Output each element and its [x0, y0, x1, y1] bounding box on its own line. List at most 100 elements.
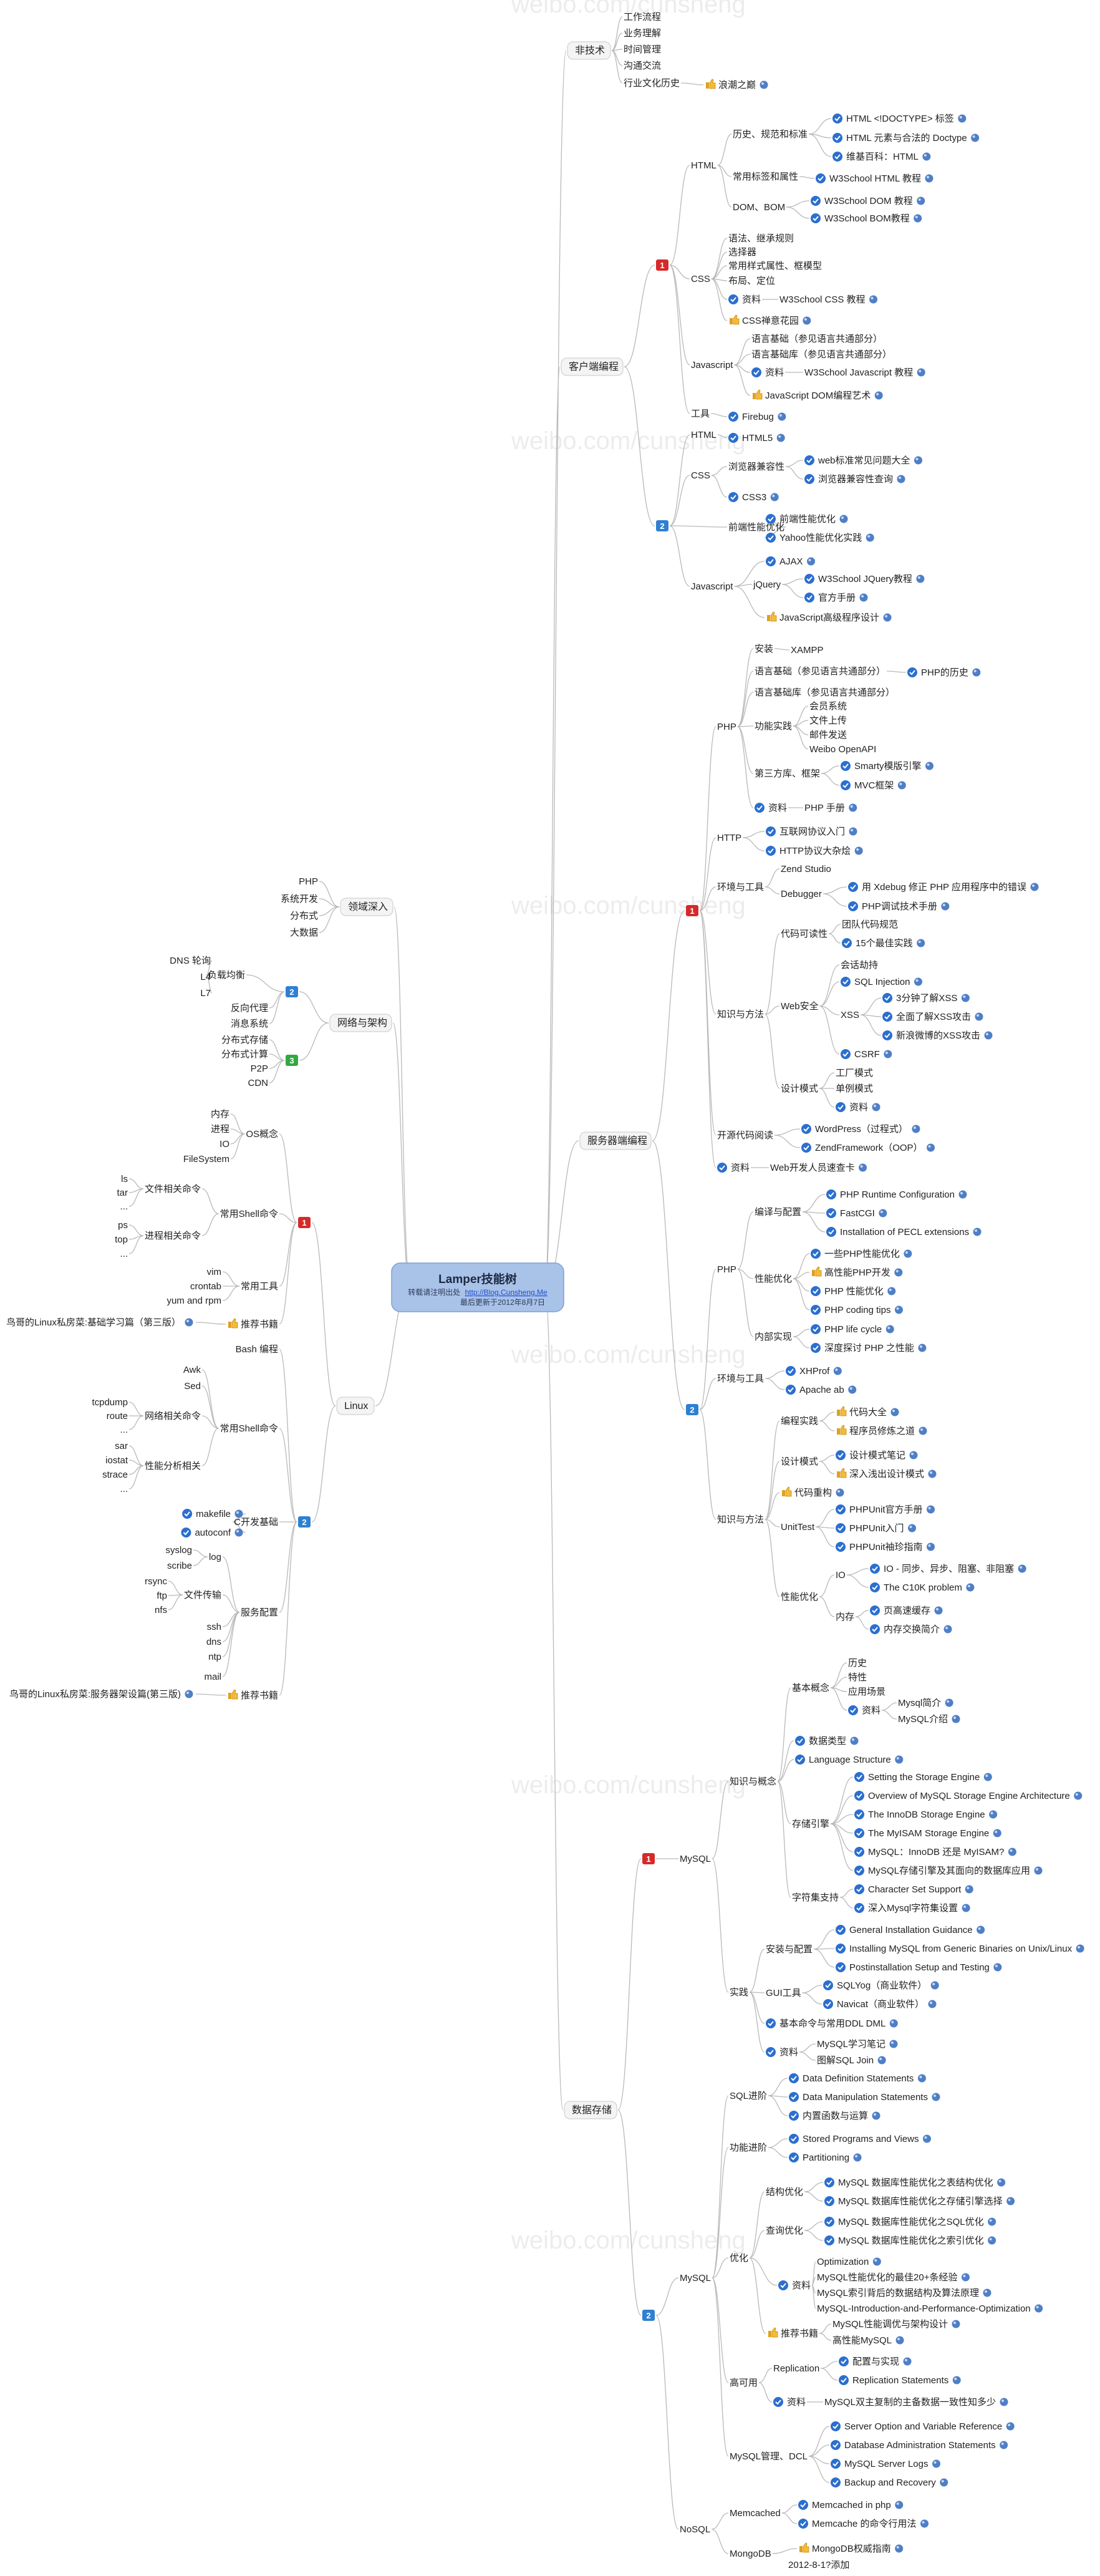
node[interactable]: Navicat（商业软件）	[823, 1999, 937, 2010]
node[interactable]: ...	[120, 1249, 128, 1259]
node[interactable]: 性能分析相关	[145, 1461, 201, 1471]
info-icon[interactable]	[943, 1625, 952, 1634]
node[interactable]: MongoDB	[730, 2549, 771, 2559]
node[interactable]: 工作流程	[624, 12, 661, 22]
info-icon[interactable]	[1035, 2304, 1043, 2313]
info-icon[interactable]	[917, 939, 925, 947]
info-icon[interactable]	[836, 1488, 844, 1497]
node[interactable]: The MyISAM Storage Engine	[854, 1828, 1001, 1839]
node[interactable]: 实践	[730, 1987, 748, 1998]
node[interactable]: PHP	[299, 876, 318, 887]
info-icon[interactable]	[920, 2519, 929, 2528]
info-icon[interactable]	[1018, 1564, 1026, 1573]
node[interactable]: mail	[204, 1672, 221, 1682]
node[interactable]: 设计模式	[781, 1456, 818, 1467]
node[interactable]: MySQL：InnoDB 还是 MyISAM?	[854, 1847, 1016, 1857]
node[interactable]: 业务理解	[624, 28, 661, 39]
node[interactable]: Replication Statements	[839, 2375, 961, 2386]
node[interactable]: 浪潮之巅	[706, 79, 768, 90]
info-icon[interactable]	[914, 456, 923, 465]
node[interactable]: makefile	[182, 1509, 243, 1519]
node[interactable]: W3School HTML 教程	[816, 173, 934, 184]
info-icon[interactable]	[925, 762, 934, 770]
node[interactable]: 资料	[836, 1102, 880, 1113]
node[interactable]: 语言基础库（参见语言共通部分）	[755, 687, 895, 698]
node[interactable]: Installing MySQL from Generic Binaries o…	[836, 1944, 1084, 1954]
node[interactable]: ...	[120, 1484, 128, 1494]
info-icon[interactable]	[770, 493, 779, 501]
node[interactable]: 常用工具	[241, 1281, 278, 1292]
node[interactable]: Javascript	[691, 581, 733, 592]
info-icon[interactable]	[941, 902, 950, 911]
info-icon[interactable]	[895, 2544, 904, 2553]
node[interactable]: 15个最佳实践	[842, 938, 925, 949]
node[interactable]: 前端性能优化	[766, 514, 848, 525]
node[interactable]: Bash 编程	[236, 1344, 278, 1355]
info-icon[interactable]	[973, 1227, 982, 1236]
node[interactable]: 1	[298, 1217, 311, 1228]
node[interactable]: nfs	[155, 1605, 167, 1615]
node[interactable]: 安装与配置	[766, 1944, 813, 1955]
info-icon[interactable]	[928, 2000, 937, 2008]
node[interactable]: 常用Shell命令	[220, 1208, 278, 1219]
node[interactable]: 分布式	[290, 911, 318, 921]
node[interactable]: PHP调试技术手册	[848, 901, 950, 912]
node[interactable]: 分布式计算	[221, 1048, 268, 1060]
info-icon[interactable]	[895, 1755, 904, 1764]
node[interactable]: 结构优化	[766, 2187, 803, 2197]
node[interactable]: HTTP协议大杂烩	[766, 846, 863, 856]
info-icon[interactable]	[807, 557, 816, 566]
node[interactable]: 2	[298, 1516, 311, 1528]
node[interactable]: syslog	[165, 1545, 192, 1556]
info-icon[interactable]	[962, 1904, 970, 1912]
node[interactable]: MySQL存储引擎及其面向的数据库应用	[854, 1865, 1043, 1876]
node[interactable]: 反向代理	[231, 1003, 268, 1014]
info-icon[interactable]	[934, 1606, 943, 1615]
info-icon[interactable]	[965, 1885, 973, 1894]
info-icon[interactable]	[932, 2093, 940, 2101]
info-icon[interactable]	[778, 412, 786, 421]
node[interactable]: 语法、继承规则	[728, 233, 794, 244]
node[interactable]: 特性	[848, 1672, 867, 1683]
node[interactable]: NoSQL	[680, 2524, 710, 2535]
node[interactable]: MySQL学习笔记	[817, 2039, 898, 2050]
node[interactable]: 环境与工具	[717, 1373, 764, 1384]
node[interactable]: web标准常见问题大全	[804, 455, 923, 466]
node[interactable]: 一些PHP性能优化	[811, 1249, 912, 1259]
info-icon[interactable]	[914, 977, 922, 986]
node[interactable]: Backup and Recovery	[831, 2477, 948, 2488]
node[interactable]: MySQL性能调优与架构设计	[832, 2319, 960, 2330]
node[interactable]: 内存交换简介	[870, 1624, 952, 1635]
node[interactable]: 知识与方法	[717, 1009, 764, 1020]
node[interactable]: tar	[117, 1188, 128, 1198]
info-icon[interactable]	[952, 2376, 961, 2385]
node[interactable]: Yahoo性能优化实践	[766, 533, 874, 543]
node[interactable]: Zend Studio	[781, 864, 831, 874]
node[interactable]: 2	[656, 520, 668, 531]
node[interactable]: ntp	[208, 1652, 221, 1662]
node[interactable]: Mysql简介	[898, 1698, 953, 1708]
node[interactable]: 2	[686, 1404, 698, 1415]
info-icon[interactable]	[927, 1542, 935, 1551]
info-icon[interactable]	[185, 1690, 193, 1698]
node[interactable]: CSS	[691, 470, 710, 481]
node[interactable]: 基本命令与常用DDL DML	[766, 2018, 898, 2029]
node[interactable]: yum and rpm	[166, 1295, 221, 1306]
node[interactable]: IO - 同步、异步、阻塞、非阻塞	[870, 1563, 1026, 1574]
node[interactable]: 配置与实现	[839, 2356, 912, 2367]
info-icon[interactable]	[897, 475, 905, 483]
node[interactable]: 鸟哥的Linux私房菜:基础学习篇（第三版）	[6, 1317, 193, 1328]
info-icon[interactable]	[1000, 2441, 1008, 2449]
node[interactable]: 推荐书籍	[228, 1689, 278, 1701]
info-icon[interactable]	[966, 1583, 975, 1592]
node[interactable]: 服务配置	[241, 1607, 278, 1618]
info-icon[interactable]	[872, 2111, 880, 2120]
node[interactable]: 3分钟了解XSS	[882, 993, 970, 1004]
info-icon[interactable]	[1006, 2197, 1015, 2206]
node[interactable]: The InnoDB Storage Engine	[854, 1809, 998, 1820]
info-icon[interactable]	[945, 1698, 953, 1707]
node[interactable]: Linux	[336, 1397, 375, 1415]
node[interactable]: Character Set Support	[854, 1884, 973, 1895]
node[interactable]: 高可用	[730, 2378, 758, 2388]
info-icon[interactable]	[849, 827, 857, 836]
